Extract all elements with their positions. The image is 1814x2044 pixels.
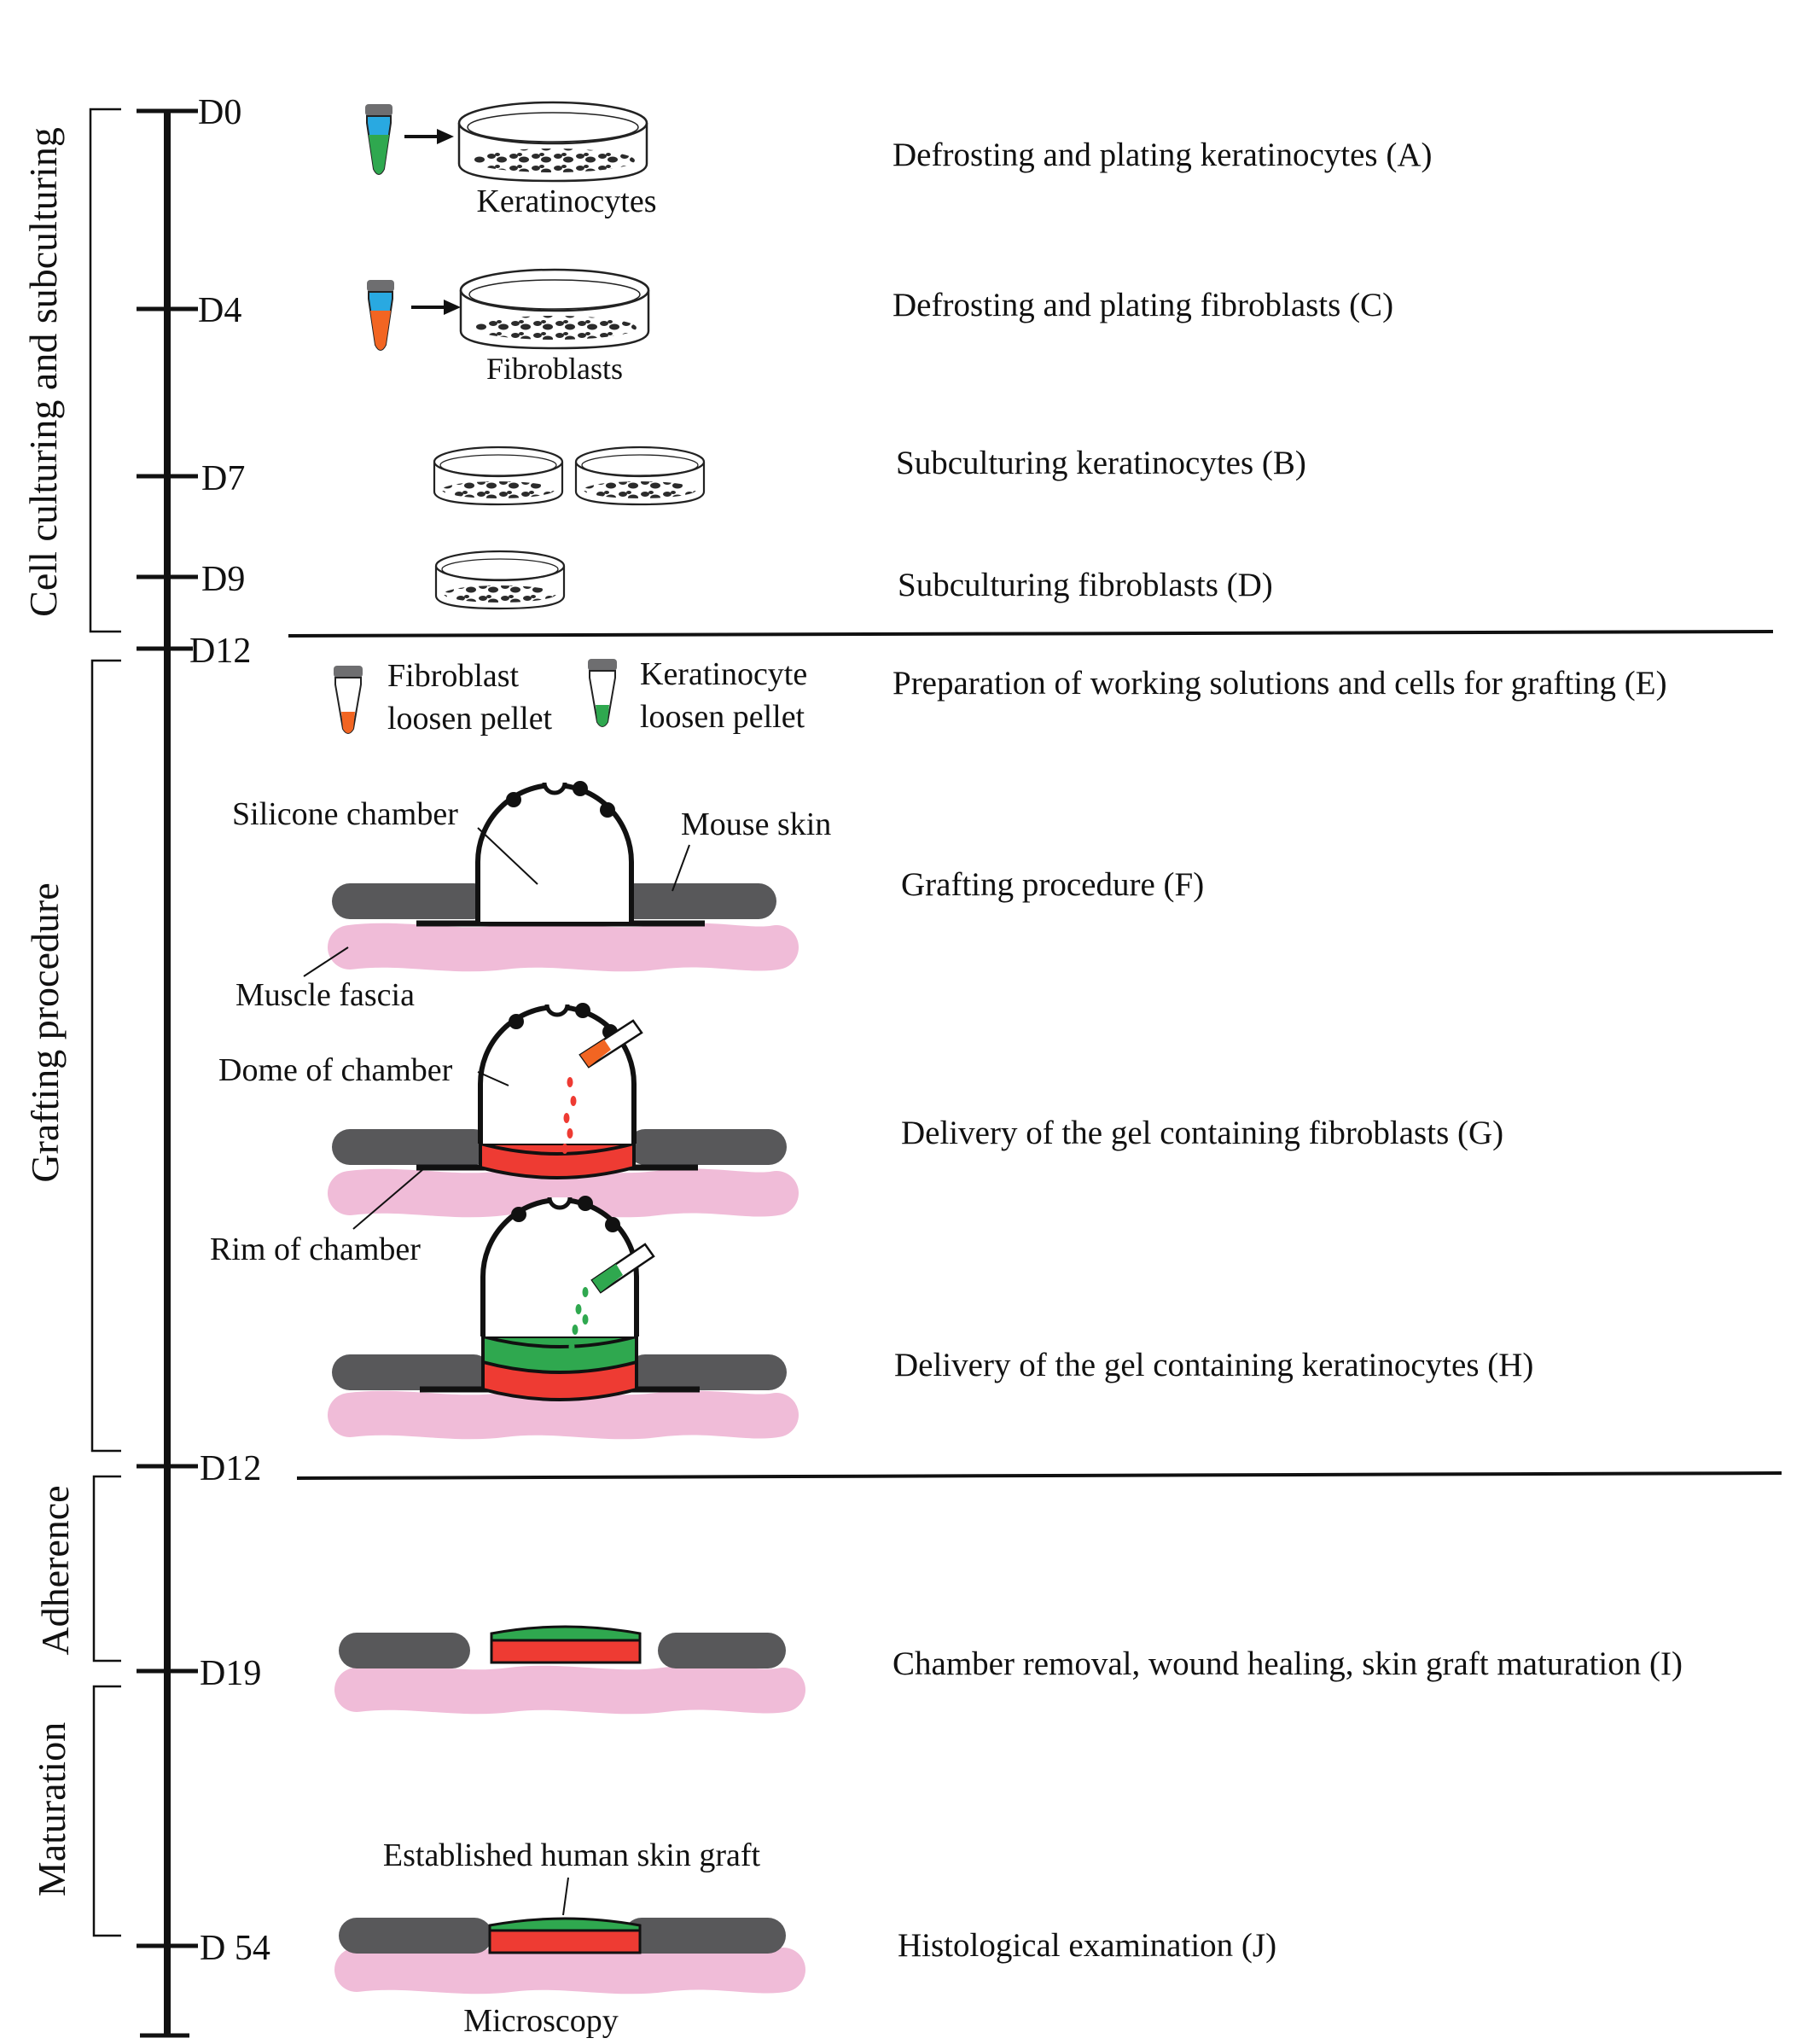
phase-divider (296, 1471, 1782, 1480)
step-e: Preparation of working solutions and cel… (892, 665, 1667, 702)
phase-culture: Cell culturing and subculturing (21, 108, 121, 633)
day-marker-d4: D4 (137, 291, 241, 330)
step-f: Grafting procedure (F) (901, 866, 1204, 903)
petri-dish-icon (457, 101, 648, 183)
petri-dish-icon (459, 268, 650, 350)
keratinocyte-pellet-sublabel: loosen pellet (640, 699, 805, 735)
gel-droplets (561, 1077, 577, 1154)
fibroblast-tube-icon (334, 666, 363, 734)
rim-label: Rim of chamber (210, 1232, 421, 1267)
day-marker-d0: D0 (137, 93, 241, 132)
arrow-icon (404, 129, 454, 144)
mouse-skin-label: Mouse skin (681, 807, 831, 842)
petri-dish-icon (433, 445, 564, 506)
fibroblast-pellet-label: Fibroblast (387, 658, 520, 694)
step-d: Subculturing fibroblasts (D) (898, 567, 1273, 603)
day-label: D4 (198, 291, 241, 330)
illustration-fibroblast-plating: Fibroblasts (367, 268, 650, 386)
step-list: Defrosting and plating keratinocytes (A)… (892, 137, 1683, 1964)
illustration-established-graft: Established human skin graft Microscopy (357, 1837, 783, 2039)
illustration-subculture-keratinocytes (433, 445, 706, 506)
day-marker-d19: D19 (137, 1654, 261, 1693)
day-marker-d12-start: D12 (137, 632, 251, 671)
phase-adherence: Adherence (33, 1475, 121, 1663)
day-marker-d12-end: D12 (137, 1449, 261, 1488)
phase-label: Maturation (30, 1722, 73, 1896)
muscle-fascia-shape (350, 1412, 776, 1417)
illustration-subculture-fibroblasts (434, 550, 566, 610)
day-label: D12 (200, 1449, 261, 1488)
phase-maturation: Maturation (30, 1685, 121, 1937)
step-j: Histological examination (J) (898, 1927, 1276, 1964)
day-label: D19 (200, 1654, 261, 1693)
timeline: D0 D4 D7 D9 D12 D12 D19 D 54 (137, 93, 1782, 2038)
muscle-fascia-label: Muscle fascia (235, 977, 415, 1013)
chamber-dome-shape (480, 1003, 634, 1144)
day-label: D9 (201, 560, 245, 599)
skin-graft-shape (490, 1639, 642, 1664)
tube-icon (367, 280, 394, 351)
keratinocytes-label: Keratinocytes (476, 183, 656, 219)
pipette-icon (590, 1243, 655, 1294)
step-c: Defrosting and plating fibroblasts (C) (892, 287, 1393, 323)
established-graft-label: Established human skin graft (383, 1837, 761, 1873)
illustration-fibroblast-gel: Dome of chamber Rim of chamber (210, 1003, 776, 1267)
petri-dish-icon (434, 550, 566, 610)
keratinocyte-pellet-label: Keratinocyte (640, 656, 807, 692)
silicone-chamber-shape (478, 781, 631, 922)
muscle-fascia-shape (357, 1967, 783, 1971)
microscopy-label: Microscopy (463, 2003, 619, 2039)
step-i: Chamber removal, wound healing, skin gra… (892, 1645, 1683, 1682)
step-h: Delivery of the gel containing keratinoc… (894, 1347, 1533, 1383)
skin-graft-shape (488, 1929, 642, 1954)
day-marker-d54: D 54 (137, 1929, 270, 1968)
phase-label: Grafting procedure (23, 882, 67, 1182)
step-a: Defrosting and plating keratinocytes (A) (892, 137, 1432, 173)
pipette-icon (579, 1019, 643, 1069)
day-label: D 54 (200, 1929, 270, 1968)
muscle-fascia-shape (350, 1191, 776, 1195)
day-label: D12 (189, 632, 251, 671)
illustration-pellets: Fibroblast loosen pellet Keratinocyte lo… (334, 656, 807, 737)
day-marker-d7: D7 (137, 459, 245, 498)
phase-divider (288, 630, 1774, 638)
illustration-keratinocyte-plating: Keratinocytes (365, 101, 657, 219)
step-b: Subculturing keratinocytes (B) (896, 445, 1306, 481)
tube-icon (365, 104, 392, 175)
keratinocyte-tube-icon (588, 659, 617, 727)
muscle-fascia-shape (350, 945, 776, 949)
arrow-icon (411, 300, 461, 315)
day-marker-d9: D9 (137, 560, 245, 599)
muscle-fascia-shape (357, 1687, 783, 1692)
silicone-chamber-label: Silicone chamber (232, 796, 458, 832)
gel-droplets (568, 1287, 589, 1352)
phase-grafting: Grafting procedure (23, 659, 121, 1453)
day-label: D7 (201, 459, 245, 498)
phase-label: Cell culturing and subculturing (21, 127, 65, 617)
step-g: Delivery of the gel containing fibroblas… (901, 1115, 1503, 1151)
phase-label: Adherence (33, 1485, 77, 1655)
dome-label: Dome of chamber (218, 1052, 453, 1088)
petri-dish-icon (574, 445, 706, 506)
day-label: D0 (198, 93, 241, 132)
illustration-keratinocyte-gel (350, 1196, 776, 1417)
fibroblasts-label: Fibroblasts (486, 352, 623, 386)
fibroblast-pellet-sublabel: loosen pellet (387, 701, 553, 737)
illustration-graft-maturation (357, 1625, 783, 1692)
illustration-grafting-chamber: Silicone chamber Mouse skin Muscle fasci… (232, 781, 831, 1013)
